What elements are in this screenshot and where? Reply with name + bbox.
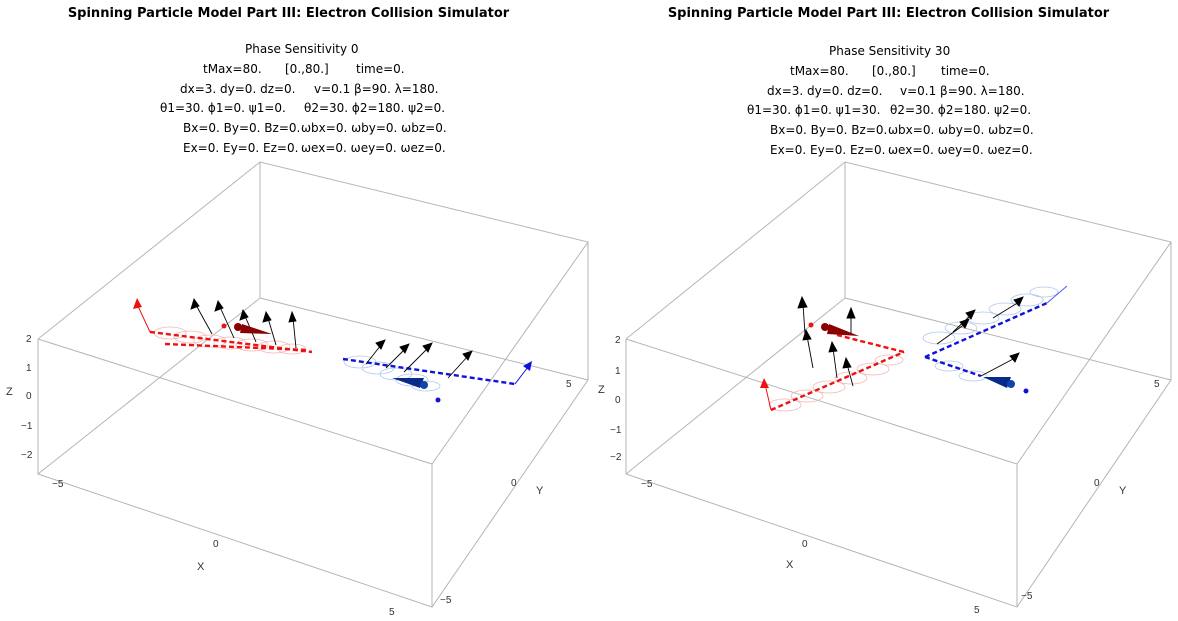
x-axis-label: X	[197, 561, 205, 573]
y-tick-label: 5	[1154, 379, 1160, 390]
red-particle-trajectory	[133, 298, 313, 354]
3d-plot-right[interactable]: 2 1 0 −1 −2 Z −5 0 5 X 5 0 −5 Y	[589, 0, 1178, 621]
omega-b-label: ωbx=0. ωby=0. ωbz=0.	[888, 123, 1034, 137]
y-tick-label: 5	[566, 379, 572, 390]
blue-particle-trajectory	[924, 285, 1068, 378]
phase-sensitivity-label: Phase Sensitivity 0	[245, 42, 359, 56]
omega-b-label: ωbx=0. ωby=0. ωbz=0.	[301, 121, 447, 135]
z-tick-label: 2	[615, 335, 621, 346]
x-axis-label: X	[786, 559, 794, 571]
bounding-box	[625, 161, 1172, 608]
blue-particle-body	[392, 378, 441, 403]
z-axis: 2 1 0 −1 −2 Z	[598, 335, 622, 463]
time-label: time=0.	[941, 64, 990, 78]
angles2-label: θ2=30. ϕ2=180. ψ2=0.	[304, 101, 446, 115]
blue-particle-trajectory	[342, 357, 532, 386]
z-tick-label: −1	[21, 421, 33, 432]
omega-e-label: ωex=0. ωey=0. ωez=0.	[888, 143, 1033, 157]
z-tick-label: 0	[26, 391, 32, 402]
z-tick-label: 1	[26, 363, 32, 374]
x-axis: −5 0 5 X	[641, 479, 980, 616]
e-field-label: Ex=0. Ey=0. Ez=0.	[183, 141, 299, 155]
spin-vector-arrows	[797, 295, 1024, 387]
y-axis: 5 0 −5 Y	[1021, 379, 1160, 602]
z-tick-label: −2	[21, 450, 33, 461]
y-tick-label: −5	[1021, 591, 1033, 602]
angles1-label: θ1=30. ϕ1=0. ψ1=30.	[747, 103, 881, 117]
y-tick-label: 0	[1094, 478, 1100, 489]
z-axis: 2 1 0 −1 −2 Z	[6, 334, 33, 461]
red-particle-trajectory	[760, 333, 905, 412]
red-particle-body	[221, 323, 272, 334]
particle-trail-ghosts	[153, 326, 441, 392]
x-tick-label: 5	[974, 605, 980, 616]
z-tick-label: 0	[615, 395, 621, 406]
y-tick-label: 0	[511, 478, 517, 489]
parameter-readout: Phase Sensitivity 30 tMax=80. [0.,80.] t…	[589, 0, 1178, 160]
e-field-label: Ex=0. Ey=0. Ez=0.	[770, 143, 886, 157]
tmax-label: tMax=80.	[203, 62, 262, 76]
blue-particle-body	[983, 377, 1029, 394]
angles2-label: θ2=30. ϕ2=180. ψ2=0.	[890, 103, 1032, 117]
b-field-label: Bx=0. By=0. Bz=0.	[770, 123, 888, 137]
x-tick-label: 5	[389, 607, 395, 618]
z-axis-label: Z	[6, 386, 13, 398]
time-range-label: [0.,80.]	[872, 64, 916, 78]
phase-sensitivity-label: Phase Sensitivity 30	[829, 44, 951, 58]
z-tick-label: 1	[615, 366, 621, 377]
z-tick-label: 2	[26, 334, 32, 345]
z-tick-label: −2	[610, 452, 622, 463]
angles1-label: θ1=30. ϕ1=0. ψ1=0.	[160, 101, 286, 115]
tmax-label: tMax=80.	[790, 64, 849, 78]
z-axis-label: Z	[598, 384, 605, 396]
x-tick-label: 0	[802, 539, 808, 550]
time-label: time=0.	[356, 62, 405, 76]
omega-e-label: ωex=0. ωey=0. ωez=0.	[301, 141, 446, 155]
particle-trail-ghosts	[768, 286, 1059, 412]
parameter-readout: Phase Sensitivity 0 tMax=80. [0.,80.] ti…	[0, 0, 589, 160]
red-particle-body	[808, 322, 859, 336]
x-axis: −5 0 5 X	[52, 479, 395, 618]
spin-vector-arrows	[190, 297, 473, 379]
displacement-label: dx=3. dy=0. dz=0.	[180, 82, 296, 96]
displacement-label: dx=3. dy=0. dz=0.	[767, 84, 883, 98]
y-tick-label: −5	[440, 595, 452, 606]
y-axis-label: Y	[1119, 485, 1127, 497]
bounding-box	[37, 161, 589, 608]
b-field-label: Bx=0. By=0. Bz=0.	[183, 121, 301, 135]
plot-title: Spinning Particle Model Part III: Electr…	[67, 6, 510, 21]
plot-title: Spinning Particle Model Part III: Electr…	[667, 6, 1110, 21]
velocity-label: v=0.1 β=90. λ=180.	[314, 82, 439, 96]
plot-panel-left[interactable]: Spinning Particle Model Part III: Electr…	[0, 0, 589, 621]
z-tick-label: −1	[610, 425, 622, 436]
x-tick-label: −5	[52, 479, 64, 490]
x-tick-label: 0	[213, 539, 219, 550]
y-axis: 5 0 −5 Y	[440, 379, 572, 606]
velocity-label: v=0.1 β=90. λ=180.	[900, 84, 1025, 98]
x-tick-label: −5	[641, 479, 653, 490]
y-axis-label: Y	[536, 485, 544, 497]
time-range-label: [0.,80.]	[285, 62, 329, 76]
3d-plot-left[interactable]: 2 1 0 −1 −2 Z −5 0 5 X 5 0 −5 Y	[0, 0, 589, 621]
plot-panel-right[interactable]: Spinning Particle Model Part III: Electr…	[589, 0, 1178, 621]
